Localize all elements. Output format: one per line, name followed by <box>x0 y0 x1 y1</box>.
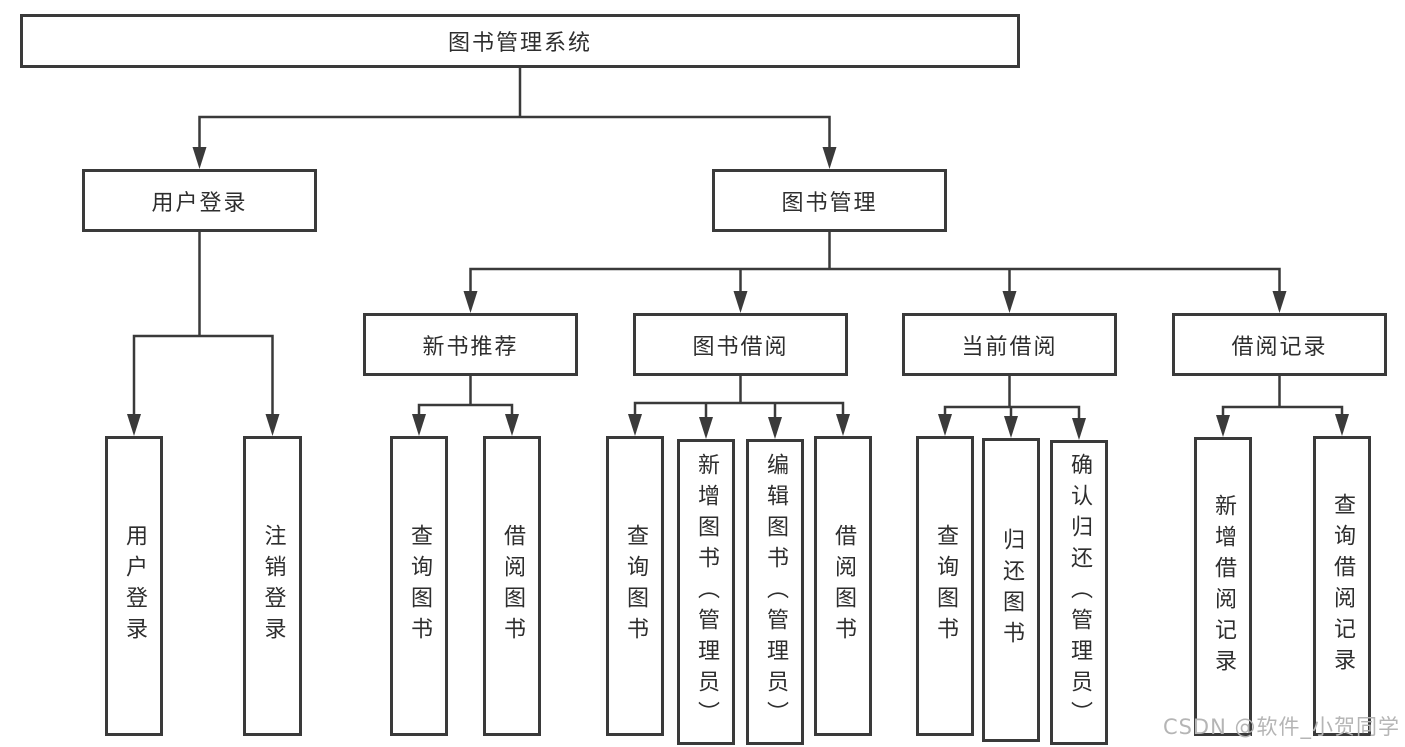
node-book-borrow-label: 图书借阅 <box>692 334 789 360</box>
leaf-user-login: 用户登录 <box>105 436 163 736</box>
leaf-bb-borrow-book-label: 借阅图书 <box>831 524 856 648</box>
node-root-system-label: 图书管理系统 <box>447 31 592 56</box>
node-user-login-label: 用户登录 <box>151 190 248 216</box>
node-borrow-record-label: 借阅记录 <box>1231 334 1328 360</box>
connector-current-borrow-to-leaves <box>938 376 1086 440</box>
node-new-book-recommend: 新书推荐 <box>363 313 578 376</box>
leaf-br-add-record: 新增借阅记录 <box>1194 437 1252 736</box>
leaf-bb-query-book: 查询图书 <box>606 436 664 736</box>
leaf-br-add-record-label: 新增借阅记录 <box>1211 493 1236 680</box>
leaf-bb-edit-book: 编辑图书（管理员） <box>746 439 804 745</box>
leaf-nbr-borrow-book: 借阅图书 <box>483 436 541 736</box>
connector-book-mgmt-to-sections <box>463 232 1287 313</box>
node-new-book-recommend-label: 新书推荐 <box>422 334 519 360</box>
connector-root-to-level1 <box>192 68 837 169</box>
leaf-logout-label: 注销登录 <box>260 524 286 648</box>
leaf-nbr-borrow-book-label: 借阅图书 <box>500 524 525 648</box>
node-current-borrow: 当前借阅 <box>902 313 1117 376</box>
leaf-logout: 注销登录 <box>243 436 302 736</box>
connector-borrow-record-to-leaves <box>1216 376 1349 437</box>
node-current-borrow-label: 当前借阅 <box>961 334 1058 360</box>
leaf-bb-edit-book-label: 编辑图书（管理员） <box>763 452 788 732</box>
leaf-user-login-label: 用户登录 <box>122 524 147 648</box>
leaf-bb-add-book: 新增图书（管理员） <box>677 439 735 745</box>
leaf-bb-add-book-label: 新增图书（管理员） <box>694 452 719 732</box>
connector-user-login-to-leaves <box>127 232 280 436</box>
leaf-cb-query-book: 查询图书 <box>916 436 974 736</box>
leaf-cb-confirm-return-label: 确认归还（管理员） <box>1067 453 1092 732</box>
leaf-cb-return-book: 归还图书 <box>982 438 1040 742</box>
leaf-cb-query-book-label: 查询图书 <box>933 524 958 648</box>
watermark: CSDN @软件_小贺同学 <box>1162 715 1400 739</box>
leaf-cb-confirm-return: 确认归还（管理员） <box>1050 440 1108 745</box>
leaf-cb-return-book-label: 归还图书 <box>999 528 1024 652</box>
node-root-system: 图书管理系统 <box>20 14 1020 68</box>
leaf-bb-query-book-label: 查询图书 <box>623 524 648 648</box>
leaf-br-query-record: 查询借阅记录 <box>1313 436 1371 736</box>
node-user-login: 用户登录 <box>82 169 317 232</box>
connector-book-borrow-to-leaves <box>628 376 850 439</box>
leaf-bb-borrow-book: 借阅图书 <box>814 436 872 736</box>
node-book-management-label: 图书管理 <box>781 190 878 216</box>
node-book-borrow: 图书借阅 <box>633 313 848 376</box>
leaf-nbr-query-book: 查询图书 <box>390 436 448 736</box>
node-borrow-record: 借阅记录 <box>1172 313 1387 376</box>
leaf-br-query-record-label: 查询借阅记录 <box>1330 493 1355 679</box>
node-book-management: 图书管理 <box>712 169 947 232</box>
leaf-nbr-query-book-label: 查询图书 <box>407 524 432 648</box>
connector-new-book-recommend-to-leaves <box>412 376 519 436</box>
